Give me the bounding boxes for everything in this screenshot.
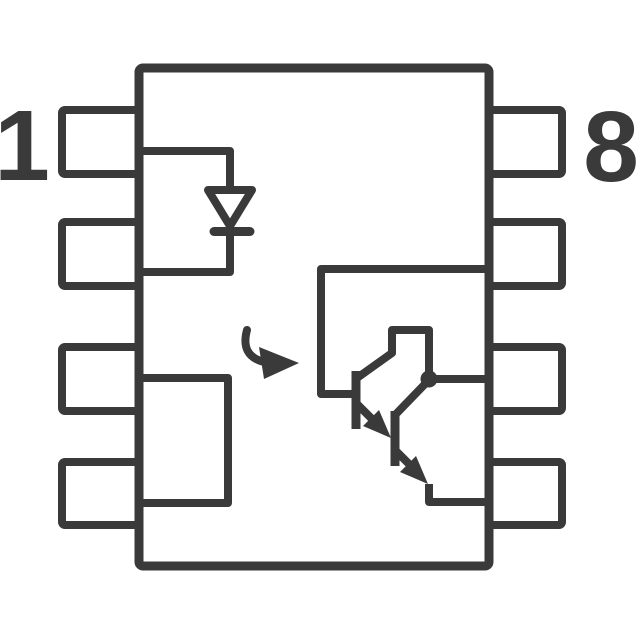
pin-label-1: 1 [0,90,50,202]
pin-boxes-left [58,106,143,529]
phototransistor-base-loop [317,265,489,398]
q2-collector-wire [393,380,429,417]
pin-box-2 [58,218,143,290]
q1-collector-wire [354,326,433,382]
light-arrow-arc [241,326,268,366]
led-anode-wire [139,147,234,190]
led-triangle [204,186,256,230]
pin-box-8 [485,106,566,178]
light-arrow-icon [241,326,299,379]
pin-box-3 [58,343,143,415]
light-arrow-head [259,347,299,379]
pin-label-8: 8 [583,91,639,203]
led-diode-icon [139,147,256,276]
led-cathode-wire [139,231,234,276]
darlington-q1 [351,326,433,438]
ic-package-body [134,63,494,571]
pin-boxes-right [485,106,566,529]
pin-box-7 [485,218,566,290]
q2-emitter-arrow [400,456,428,484]
darlington-q2 [390,380,489,506]
input-loop-2 [139,374,232,507]
pin-box-4 [58,458,143,529]
q2-emitter-out-wire [425,484,489,506]
pin-box-6 [485,343,566,415]
pin-box-1 [58,106,143,178]
pin-box-5 [485,458,566,529]
q1-emitter-arrow [363,410,391,438]
